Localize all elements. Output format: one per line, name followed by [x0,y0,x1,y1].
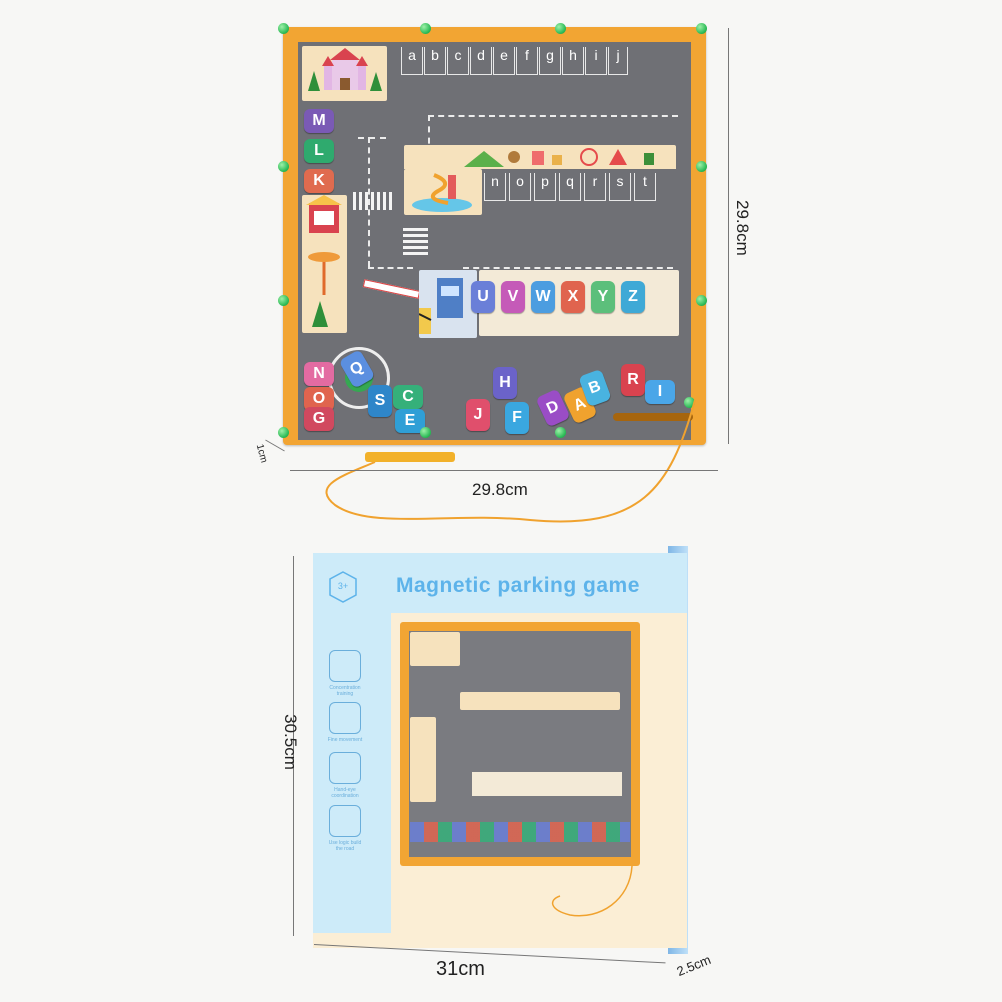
top-thickness-label: 1cm [253,442,270,465]
peg [696,23,707,34]
peg [696,295,707,306]
slot-letter: n [484,173,506,201]
water-park-panel [404,169,482,215]
letter-car[interactable]: K [304,169,334,193]
slot-letter: a [401,47,423,75]
board-image-on-box [400,622,640,866]
slot-letter: f [516,47,538,75]
slot-letter: h [562,47,584,75]
feature-logic: Use logic build the road [325,805,365,852]
slot-letter: d [470,47,492,75]
slot-letter: q [559,173,581,201]
peg [684,397,695,408]
park-panel-top [404,145,676,169]
age-badge-icon [329,571,357,603]
peg [696,161,707,172]
star-icon [329,650,361,682]
feature-hand-eye: Hand-eye coordination [325,752,365,799]
lane-dash [428,115,678,117]
box-side-panel [313,553,391,933]
park-scenery-icon [464,148,654,167]
peg [278,427,289,438]
feature-concentration: Concentration training [325,650,365,697]
letter-car[interactable]: I [645,380,675,404]
slot-letter: t [634,173,656,201]
crosswalk [403,227,428,255]
lane-dash [463,267,673,269]
crosswalk [353,192,393,210]
ticket-booth [418,270,477,338]
stylus-track [613,413,693,421]
carnival-panel [302,195,347,333]
peg [278,23,289,34]
age-text: 3+ [337,581,349,591]
letter-car[interactable]: W [531,281,555,313]
letter-car[interactable]: Y [591,281,615,313]
letter-car[interactable]: F [505,402,529,434]
peg [555,23,566,34]
slot-letter: c [447,47,469,75]
letter-car[interactable]: X [561,281,585,313]
stylus-string [325,399,696,523]
peg [555,427,566,438]
dimension-line [293,556,294,936]
slot-letter: o [509,173,531,201]
letter-car[interactable]: M [304,109,334,133]
mini-stylus-string [551,865,633,917]
slot-letter: e [493,47,515,75]
lane-dash [368,267,413,269]
slot-letter: g [539,47,561,75]
mini-park-panel [460,692,620,710]
dimension-line [290,470,718,471]
letter-car[interactable]: L [304,139,334,163]
peg [420,23,431,34]
booth-icon [418,278,463,334]
box-depth-label: 2.5cm [674,951,713,980]
peg [278,161,289,172]
slot-letter: b [424,47,446,75]
hand-eye-icon [329,752,361,784]
letter-car[interactable]: R [621,364,645,396]
carnival-icon [306,195,342,327]
dimension-line [265,439,285,452]
lane-dash [428,115,430,155]
box-width-label: 31cm [436,958,485,980]
road-icon [329,805,361,837]
letter-car[interactable]: H [493,367,517,399]
lane-dash [358,137,386,139]
peg [420,427,431,438]
letter-car[interactable]: Z [621,281,645,313]
letter-car[interactable]: N [304,362,334,386]
castle-panel [302,46,387,101]
slot-letter: r [584,173,606,201]
dimension-line [728,28,729,444]
letter-car[interactable]: V [501,281,525,313]
castle-icon [308,48,382,91]
hand-icon [329,702,361,734]
box-height-label: 30.5cm [280,714,300,770]
magnetic-board-top: a b c d e f g h i j [278,23,707,445]
mini-side-panel [410,717,436,802]
letter-car[interactable]: U [471,281,495,313]
letter-car[interactable]: J [466,399,490,431]
top-width-label: 29.8cm [472,480,528,499]
top-height-label: 29.8cm [733,200,752,256]
slot-letter: s [609,173,631,201]
box-title: Magnetic parking game [396,574,640,597]
slot-letter: j [608,47,628,75]
water-slide-icon [412,173,472,212]
box-header-band [313,553,687,613]
letter-car[interactable]: S [368,385,392,417]
feature-fine-movement: Fine movement [325,702,365,743]
letter-car[interactable]: G [304,407,334,431]
slot-letter: i [585,47,607,75]
letter-car[interactable]: C [393,385,423,409]
mini-castle-panel [410,632,460,666]
slot-letter: p [534,173,556,201]
mini-road [409,631,631,857]
mini-letter-cars [410,822,630,842]
peg [278,295,289,306]
mini-parking-row [472,772,622,796]
